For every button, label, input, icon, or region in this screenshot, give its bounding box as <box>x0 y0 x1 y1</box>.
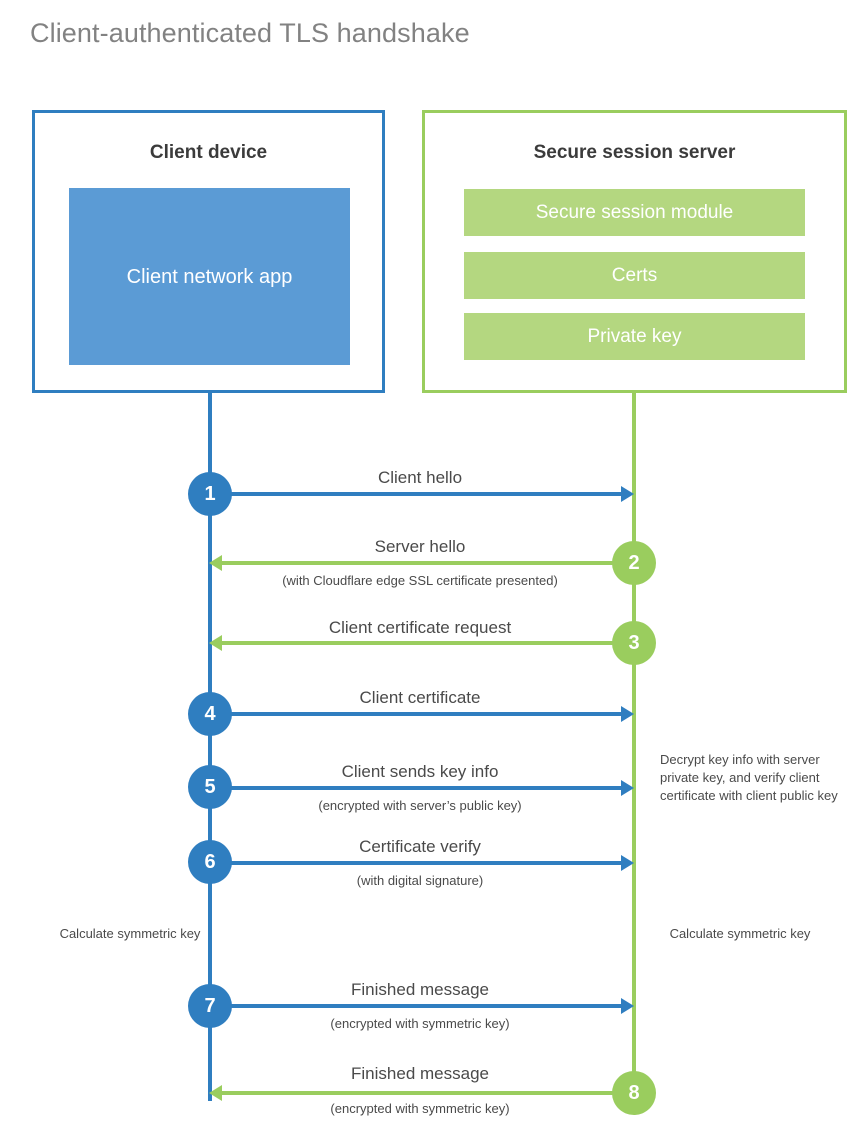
step-2-label: Server hello <box>374 537 466 556</box>
server-decrypt-note: Decrypt key info with server private key… <box>660 752 838 803</box>
step-1-badge: 1 <box>188 472 232 516</box>
server-bar-certs: Certs <box>464 252 805 299</box>
step-3-badge: 3 <box>612 621 656 665</box>
client-network-app-block: Client network app <box>69 188 350 365</box>
step-2-arrow-line <box>222 561 634 565</box>
step-1-arrow-line <box>210 492 621 496</box>
step-8-label: Finished message <box>351 1064 489 1083</box>
step-7-arrow-line <box>210 1004 621 1008</box>
step-5-label: Client sends key info <box>341 762 499 781</box>
server-lifeline <box>632 391 636 1093</box>
step-5-sublabel: (encrypted with server’s public key) <box>318 798 522 813</box>
step-4-badge: 4 <box>188 692 232 736</box>
step-8-sublabel: (encrypted with symmetric key) <box>330 1101 510 1116</box>
secure-session-server-box: Secure session server Secure session mod… <box>422 110 847 393</box>
step-5-badge: 5 <box>188 765 232 809</box>
client-device-box: Client device Client network app <box>32 110 385 393</box>
page-title: Client-authenticated TLS handshake <box>30 18 470 48</box>
step-4-arrow-line <box>210 712 621 716</box>
step-7-sublabel: (encrypted with symmetric key) <box>330 1016 510 1031</box>
client-lifeline <box>208 391 212 1101</box>
step-7-badge: 7 <box>188 984 232 1028</box>
step-3-arrow-line <box>222 641 634 645</box>
step-1-arrow-head <box>621 486 634 502</box>
client-device-title: Client device <box>149 142 268 163</box>
step-3-arrow-head <box>209 635 222 651</box>
step-2-sublabel: (with Cloudflare edge SSL certificate pr… <box>282 573 558 588</box>
step-6-sublabel: (with digital signature) <box>356 873 484 888</box>
secure-session-server-title: Secure session server <box>533 142 736 163</box>
step-2-badge: 2 <box>612 541 656 585</box>
step-6-label: Certificate verify <box>359 837 481 856</box>
step-6-badge: 6 <box>188 840 232 884</box>
step-7-label: Finished message <box>351 980 489 999</box>
server-bar-private-key: Private key <box>464 313 805 360</box>
step-8-badge: 8 <box>612 1071 656 1115</box>
server-bar-secure-session-module: Secure session module <box>464 189 805 236</box>
client-calculate-symmetric-key-note: Calculate symmetric key <box>59 926 201 941</box>
step-4-label: Client certificate <box>359 688 481 707</box>
step-2-arrow-head <box>209 555 222 571</box>
client-network-app-label: Client network app <box>126 265 293 288</box>
step-1-label: Client hello <box>377 468 463 487</box>
step-6-arrow-head <box>621 855 634 871</box>
server-calculate-symmetric-key-note: Calculate symmetric key <box>669 926 811 941</box>
step-7-arrow-head <box>621 998 634 1014</box>
step-8-arrow-head <box>209 1085 222 1101</box>
step-8-arrow-line <box>222 1091 634 1095</box>
step-5-arrow-head <box>621 780 634 796</box>
step-6-arrow-line <box>210 861 621 865</box>
step-5-arrow-line <box>210 786 621 790</box>
step-3-label: Client certificate request <box>328 618 512 637</box>
step-4-arrow-head <box>621 706 634 722</box>
